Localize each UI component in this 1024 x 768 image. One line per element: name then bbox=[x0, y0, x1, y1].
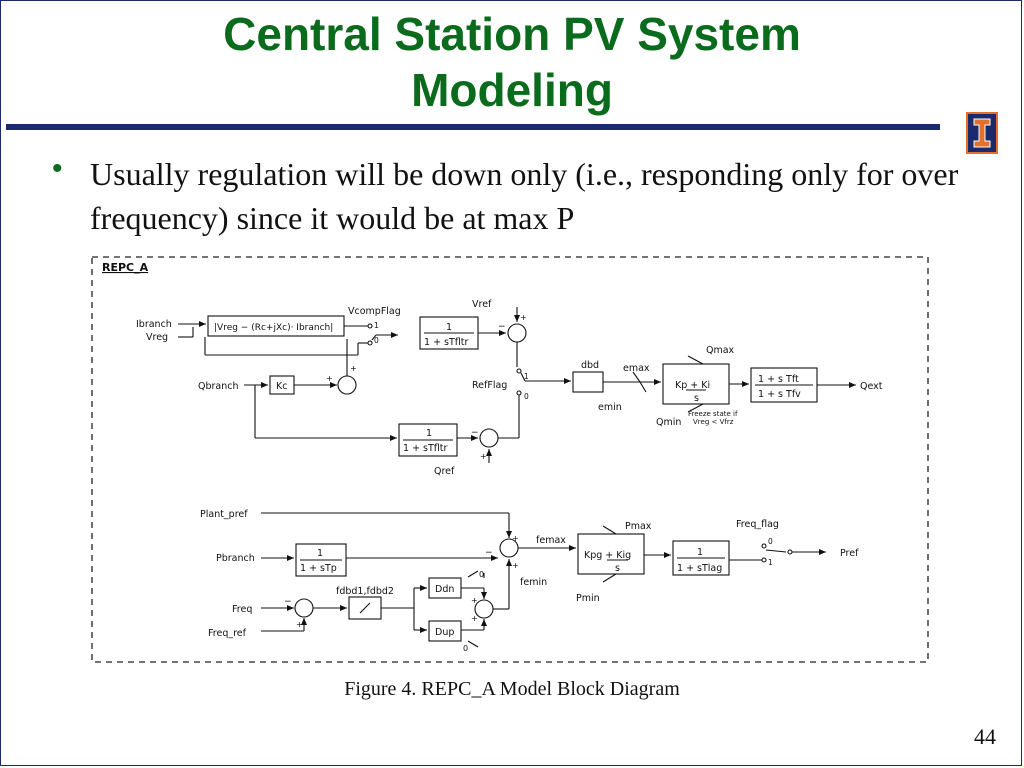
ddn-label: Ddn bbox=[435, 584, 454, 595]
lag-den: 1 + sTlag bbox=[677, 563, 722, 574]
label-qmin: Qmin bbox=[656, 417, 681, 428]
label-ibranch: Ibranch bbox=[136, 319, 172, 330]
lag-num: 1 bbox=[697, 547, 703, 558]
figure-caption: Figure 4. REPC_A Model Block Diagram bbox=[344, 678, 680, 700]
sign-qfilter-minus: − bbox=[471, 428, 479, 438]
sign-pref-plus: + bbox=[512, 534, 519, 543]
switch-1-a: 1 bbox=[374, 321, 379, 330]
slide-title: Central Station PV System Modeling bbox=[0, 6, 1024, 118]
diagram-border bbox=[91, 256, 929, 663]
label-qmax: Qmax bbox=[706, 345, 735, 356]
qfilter-num: 1 bbox=[426, 428, 432, 439]
label-dbd: dbd bbox=[581, 360, 599, 371]
sign-droop-plus: + bbox=[512, 561, 519, 570]
pi-p-den: s bbox=[615, 563, 620, 574]
switch-0-a: 0 bbox=[374, 336, 379, 345]
label-pref: Pref bbox=[840, 548, 859, 559]
pi-p-block bbox=[577, 533, 645, 575]
title-line-2: Modeling bbox=[411, 64, 613, 116]
label-pbranch: Pbranch bbox=[216, 553, 255, 564]
block-i-icon bbox=[973, 118, 991, 148]
tp-den: 1 + sTp bbox=[300, 563, 337, 574]
label-plant-pref: Plant_pref bbox=[200, 509, 248, 520]
dup-block bbox=[428, 620, 462, 642]
label-freq: Freq bbox=[232, 604, 252, 615]
label-vcomp: |Vreg − (Rc+jXc)· Ibranch| bbox=[214, 323, 333, 333]
tp-num: 1 bbox=[317, 548, 323, 559]
freeze-label-1: Freeze state if bbox=[688, 410, 738, 418]
label-femax: femax bbox=[536, 535, 566, 546]
label-vref: Vref bbox=[472, 299, 492, 310]
label-fdbd: fdbd1,fdbd2 bbox=[336, 586, 394, 597]
label-vreg: Vreg bbox=[146, 332, 168, 343]
label-refflag: RefFlag bbox=[472, 380, 507, 391]
freeze-label-2: Vreg < Vfrz bbox=[693, 418, 734, 426]
qfilter-den: 1 + sTfltr bbox=[403, 443, 448, 454]
label-femin: femin bbox=[520, 577, 547, 588]
lead-num: 1 + s Tft bbox=[758, 374, 799, 385]
sign-qref-plus: + bbox=[480, 452, 487, 461]
bullet-text: Usually regulation will be down only (i.… bbox=[90, 156, 959, 236]
label-vcompflag: VcompFlag bbox=[348, 306, 401, 317]
switch-1-b: 1 bbox=[524, 372, 529, 381]
page-number: 44 bbox=[974, 724, 996, 749]
sign-vref-plus: + bbox=[520, 313, 527, 322]
sign-kc-plus-2: + bbox=[350, 364, 357, 373]
label-emin: emin bbox=[598, 402, 622, 413]
title-line-1: Central Station PV System bbox=[223, 8, 801, 60]
sign-vfilter-minus: − bbox=[498, 322, 506, 332]
switch-1-c: 1 bbox=[768, 558, 773, 567]
label-kc: Kc bbox=[276, 381, 287, 392]
pi-q-label: Kp + Ki bbox=[675, 380, 710, 391]
label-freq-ref: Freq_ref bbox=[208, 628, 247, 639]
label-emax: emax bbox=[623, 363, 650, 374]
sign-freq-minus: − bbox=[284, 597, 292, 607]
label-qext: Qext bbox=[860, 381, 883, 392]
label-qbranch: Qbranch bbox=[198, 381, 239, 392]
switch-0-b: 0 bbox=[524, 392, 529, 401]
dup-limit-zero: 0 bbox=[463, 644, 468, 653]
tp-block bbox=[295, 543, 347, 577]
repc-a-block-diagram: REPC_A bbox=[91, 256, 929, 663]
label-freq-flag: Freq_flag bbox=[736, 519, 779, 530]
sign-freqref-plus: + bbox=[296, 620, 303, 629]
title-rule bbox=[6, 124, 940, 130]
pi-q-den: s bbox=[694, 393, 699, 404]
sign-ddn-plus: + bbox=[471, 596, 478, 605]
pi-p-label: Kpg + Kig bbox=[584, 550, 631, 561]
qfilter-block bbox=[398, 423, 458, 457]
vfilter-num: 1 bbox=[446, 322, 452, 333]
sign-tp-minus: − bbox=[485, 548, 493, 558]
label-pmin: Pmin bbox=[576, 593, 600, 604]
sign-kc-plus: + bbox=[326, 374, 333, 383]
bullet-icon: • bbox=[52, 152, 63, 185]
lag-block bbox=[672, 540, 730, 576]
label-pmax: Pmax bbox=[625, 521, 652, 532]
diagram-label: REPC_A bbox=[102, 261, 149, 274]
label-qref: Qref bbox=[434, 466, 455, 477]
ddn-limit-zero: 0 bbox=[479, 570, 484, 579]
dup-label: Dup bbox=[435, 627, 454, 638]
university-logo-icon bbox=[966, 112, 998, 154]
dbd-block bbox=[572, 371, 604, 393]
lead-den: 1 + s Tfv bbox=[758, 389, 801, 400]
switch-0-c: 0 bbox=[768, 537, 773, 546]
sign-dup-plus: + bbox=[471, 614, 478, 623]
vfilter-den: 1 + sTfltr bbox=[424, 337, 469, 348]
